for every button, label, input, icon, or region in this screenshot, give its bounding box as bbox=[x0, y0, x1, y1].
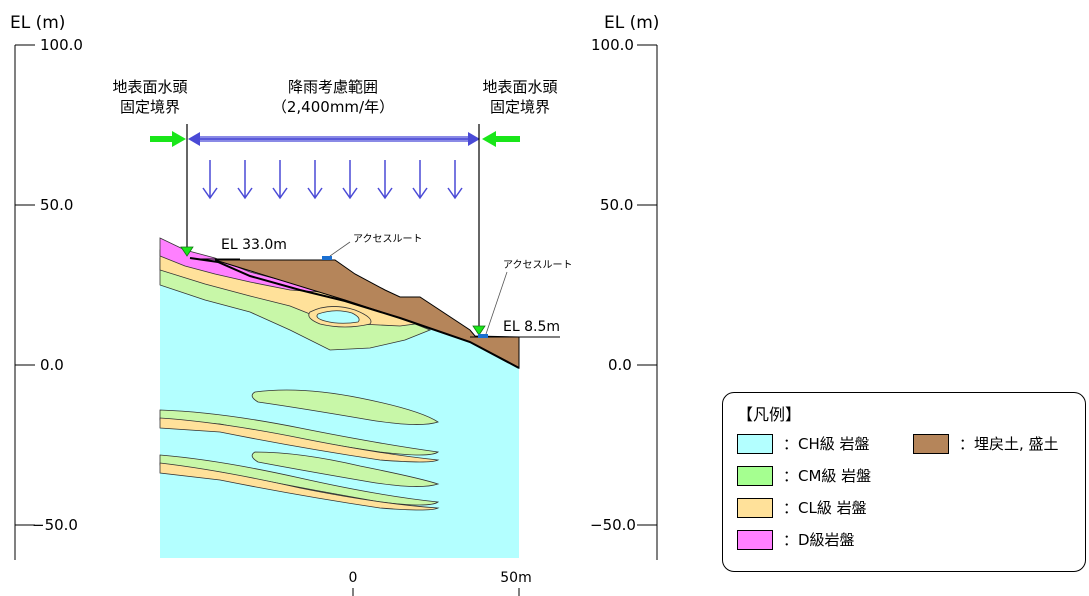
right-tick-100: 100.0 bbox=[591, 36, 634, 54]
range-right-arrowhead bbox=[468, 132, 480, 146]
rain-range-annotation: 降雨考慮範囲 （2,400mm/年） bbox=[188, 78, 480, 200]
legend-swatch-fill bbox=[913, 433, 949, 454]
right-green-arrow bbox=[482, 131, 496, 147]
right-boundary-line1: 地表面水頭 bbox=[482, 78, 557, 96]
left-axis-unit: EL (m) bbox=[10, 13, 65, 33]
cl-lens-deep bbox=[159, 417, 440, 463]
right-water-level-marker bbox=[472, 325, 486, 336]
legend-label-fill: ：埋戻土, 盛土 bbox=[959, 435, 1059, 453]
el-8-5-label: EL 8.5m bbox=[503, 319, 560, 335]
right-elevation-axis: EL (m) 100.0 50.0 0.0 −50.0 bbox=[590, 13, 659, 560]
access-route-1-marker bbox=[322, 256, 332, 260]
legend-title: 【凡例】 bbox=[737, 405, 802, 424]
legend-item-cl: ：CL級 岩盤 bbox=[737, 497, 867, 518]
left-tick-100: 100.0 bbox=[40, 36, 83, 54]
legend-item-cm: ：CM級 岩盤 bbox=[737, 465, 871, 486]
scale-bar: 0 50m bbox=[349, 570, 532, 596]
rain-range-title: 降雨考慮範囲 bbox=[288, 78, 378, 96]
legend-label-cl: ：CL級 岩盤 bbox=[783, 499, 867, 517]
legend-swatch-ch bbox=[737, 433, 773, 454]
left-tick-50: 50.0 bbox=[40, 196, 73, 214]
right-tick-0: 0.0 bbox=[608, 356, 632, 374]
left-water-level-marker bbox=[180, 246, 194, 257]
legend-item-d: ：D級岩盤 bbox=[737, 529, 855, 550]
right-tick-minus50: −50.0 bbox=[590, 516, 636, 534]
left-elevation-axis: EL (m) 100.0 50.0 0.0 −50.0 bbox=[10, 13, 83, 560]
legend-label-cm: ：CM級 岩盤 bbox=[783, 467, 872, 485]
left-tick-minus50: −50.0 bbox=[32, 516, 78, 534]
left-tick-0: 0.0 bbox=[40, 356, 64, 374]
right-boundary-line2: 固定境界 bbox=[490, 98, 550, 116]
cm-lens-3 bbox=[251, 451, 440, 487]
legend-label-ch: ：CH級 岩盤 bbox=[783, 435, 870, 453]
left-green-arrow bbox=[172, 131, 186, 147]
range-left-arrowhead bbox=[188, 132, 200, 146]
elevation-labels: EL 33.0m EL 8.5m アクセスルート アクセスルート bbox=[194, 233, 573, 338]
right-tick-50: 50.0 bbox=[600, 196, 633, 214]
legend-swatch-cm bbox=[737, 465, 773, 486]
legend-item-ch: ：CH級 岩盤 bbox=[737, 433, 870, 454]
legend-swatch-cl bbox=[737, 497, 773, 518]
legend: 【凡例】 ：CH級 岩盤 ：CM級 岩盤 ：CL級 岩盤 ：D級岩盤 ：埋戻土,… bbox=[722, 392, 1086, 572]
legend-label-d: ：D級岩盤 bbox=[783, 531, 855, 549]
scale-start: 0 bbox=[349, 570, 358, 586]
scale-end: 50m bbox=[500, 570, 531, 586]
ground-surface-line bbox=[189, 257, 520, 369]
left-boundary-line2: 固定境界 bbox=[120, 98, 180, 116]
right-head-boundary: 地表面水頭 固定境界 bbox=[472, 78, 558, 336]
rain-range-amount: （2,400mm/年） bbox=[272, 98, 394, 116]
legend-item-fill: ：埋戻土, 盛土 bbox=[913, 433, 1059, 454]
access-route-2-marker bbox=[478, 334, 488, 338]
access-route-2-label: アクセスルート bbox=[503, 259, 573, 271]
left-head-boundary: 地表面水頭 固定境界 bbox=[112, 78, 194, 257]
legend-swatch-d bbox=[737, 529, 773, 550]
right-axis-unit: EL (m) bbox=[604, 13, 659, 33]
rainfall-arrows bbox=[202, 160, 463, 200]
el-33-label: EL 33.0m bbox=[221, 237, 287, 253]
ch-lens-inner bbox=[316, 310, 360, 324]
cl-lens-4 bbox=[159, 462, 440, 511]
geology-layers bbox=[159, 237, 520, 558]
cm-lens-1 bbox=[251, 389, 439, 425]
access-route-1-label: アクセスルート bbox=[353, 233, 423, 245]
left-boundary-line1: 地表面水頭 bbox=[112, 78, 187, 96]
